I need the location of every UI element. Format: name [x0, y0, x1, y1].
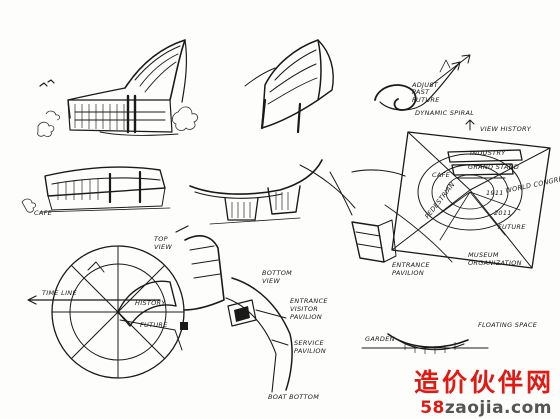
sketch-entrance-pavilion — [351, 204, 453, 263]
label-garden: GARDEN — [365, 335, 395, 343]
label-boat-bottom: BOAT BOTTOM — [268, 393, 320, 401]
sketch-building-top-left — [37, 39, 198, 137]
label-time-line: TIME LINE — [42, 289, 77, 297]
watermark-site-name: 造价伙伴网 — [413, 368, 554, 397]
label-museum-organization: MUSEUM ORGANIZATION — [468, 251, 522, 267]
sketch-boat-form — [189, 159, 323, 225]
label-grand-stand: GRAND STAND — [468, 163, 520, 171]
label-entrance-visitor-pavilion: ENTRANCE VISITOR PAVILION — [290, 297, 328, 321]
sketch-bottom-view — [225, 277, 293, 393]
label-year-1911: 1911 — [486, 189, 504, 197]
label-history: HISTORY — [135, 299, 166, 307]
label-adjust-past-future: ADJUST PAST FUTURE — [412, 81, 440, 104]
sketch-masterplan — [299, 119, 551, 269]
label-cafe-right: CAFE — [432, 171, 451, 179]
watermark-url: 58zaojia.com — [420, 400, 552, 417]
label-top-view: TOP VIEW — [154, 235, 173, 251]
watermark-url-number: 58 — [420, 398, 445, 418]
label-entrance-pavilion: ENTRANCE PAVILION — [392, 261, 430, 277]
watermark-url-domain: zaojia.com — [444, 398, 552, 418]
sketch-building-mid-left — [21, 166, 171, 213]
sketch-plan-timeline — [27, 225, 225, 379]
sketch-floating-space — [361, 333, 489, 354]
sketch-shell-form — [244, 39, 334, 134]
label-year-2011: 2011 — [494, 209, 512, 217]
label-dynamic-spiral: DYNAMIC SPIRAL — [415, 109, 475, 117]
sketch-dynamic-spiral — [374, 54, 471, 111]
label-industry: INDUSTRY — [470, 149, 506, 157]
label-view-history: VIEW HISTORY — [480, 125, 532, 133]
label-future-right: FUTURE — [498, 223, 526, 231]
label-bottom-view: BOTTOM VIEW — [262, 269, 293, 285]
label-cafe-left: CAFE — [34, 209, 53, 217]
label-floating-space: FLOATING SPACE — [478, 321, 538, 329]
label-future-plan: FUTURE — [140, 321, 168, 329]
label-service-pavilion: SERVICE PAVILION — [294, 339, 326, 355]
